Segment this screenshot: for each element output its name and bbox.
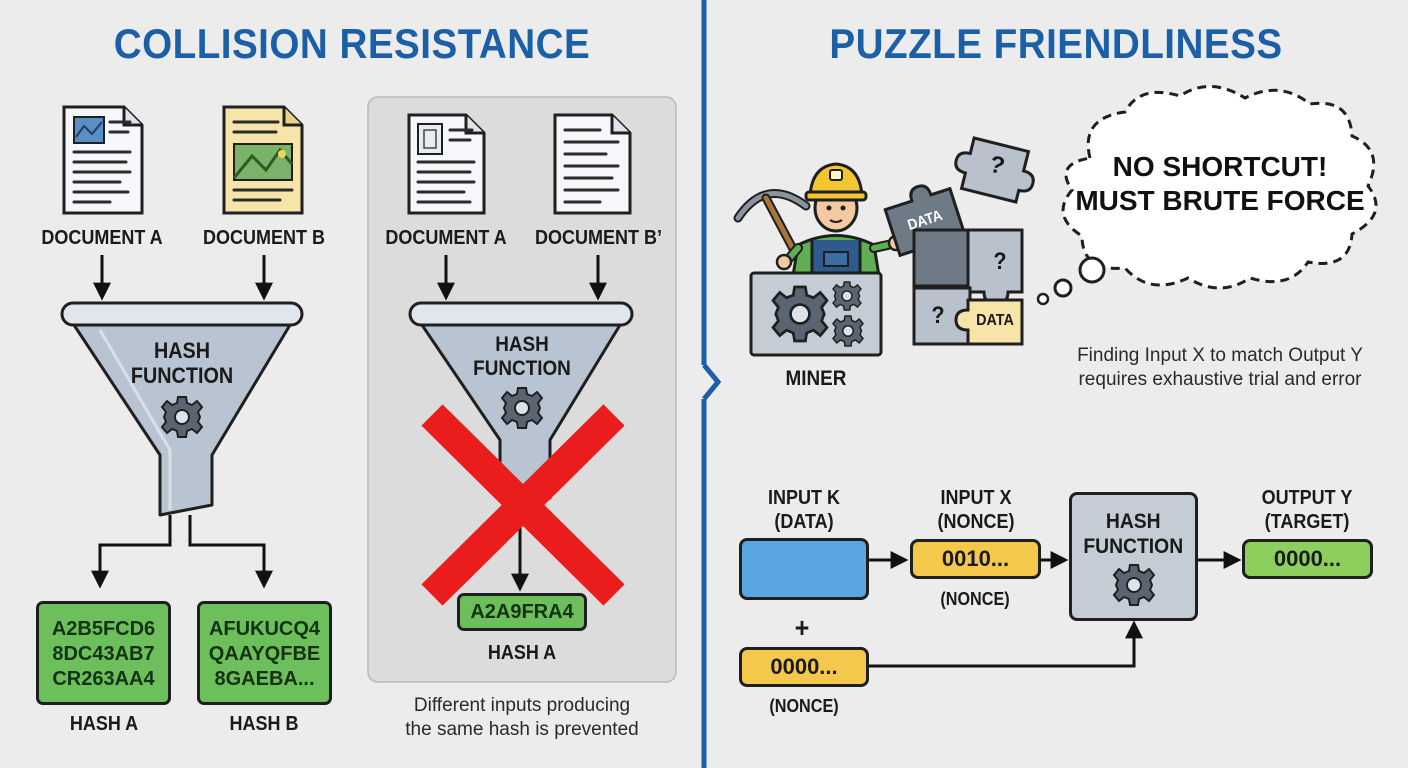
document-b-prime-icon xyxy=(553,113,632,215)
cross-icon xyxy=(421,404,625,606)
gear-icon xyxy=(161,396,203,438)
input-k-label: INPUT K(DATA) xyxy=(768,487,840,533)
collision-title: COLLISION RESISTANCE xyxy=(113,20,591,67)
document-b-label: DOCUMENT B xyxy=(202,227,325,249)
puzzle-question: ? xyxy=(993,248,1007,275)
arrow-icon xyxy=(93,255,273,301)
nonce-sub: (NONCE) xyxy=(769,696,839,716)
arrow-icon xyxy=(437,255,607,301)
hash-result-box: A2A9FRA4 xyxy=(457,593,587,631)
panel-divider xyxy=(701,0,722,768)
gear-icon xyxy=(501,387,543,429)
nonce-box: 0000... xyxy=(739,647,869,687)
input-x-label: INPUT X(NONCE) xyxy=(937,487,1015,533)
output-y-box: 0000... xyxy=(1242,539,1373,579)
document-a-icon xyxy=(407,113,486,215)
thought-cloud-icon xyxy=(1036,85,1378,306)
puzzle-title: PUZZLE FRIENDLINESS xyxy=(829,20,1283,67)
miner-icon xyxy=(775,162,905,284)
gear-icon xyxy=(1113,564,1155,606)
miner-label: MINER xyxy=(785,367,847,390)
document-a-icon xyxy=(62,105,144,215)
puzzle-icon xyxy=(883,136,1035,346)
output-y-label: OUTPUT Y(TARGET) xyxy=(1261,487,1353,533)
plus-sign: + xyxy=(794,612,810,643)
thought-text: NO SHORTCUT!MUST BRUTE FORCE xyxy=(1075,151,1365,216)
document-a-label: DOCUMENT A xyxy=(41,227,163,249)
split-arrows-left xyxy=(91,515,273,589)
document-a-label: DOCUMENT A xyxy=(385,227,507,249)
hash-a-label: HASH A xyxy=(69,713,139,735)
hash-a-label: HASH A xyxy=(487,642,557,664)
hash-b-label: HASH B xyxy=(229,713,299,735)
input-x-sub: (NONCE) xyxy=(940,589,1010,609)
document-b-prime-label: DOCUMENT B’ xyxy=(535,227,662,249)
flow-arrows xyxy=(869,551,1242,668)
input-x-box: 0010... xyxy=(910,539,1041,579)
input-k-box xyxy=(739,538,869,600)
document-b-icon xyxy=(222,105,304,215)
puzzle-question: ? xyxy=(931,302,945,329)
puzzle-data-label: DATA xyxy=(976,312,1014,329)
gear-machine xyxy=(749,271,883,357)
